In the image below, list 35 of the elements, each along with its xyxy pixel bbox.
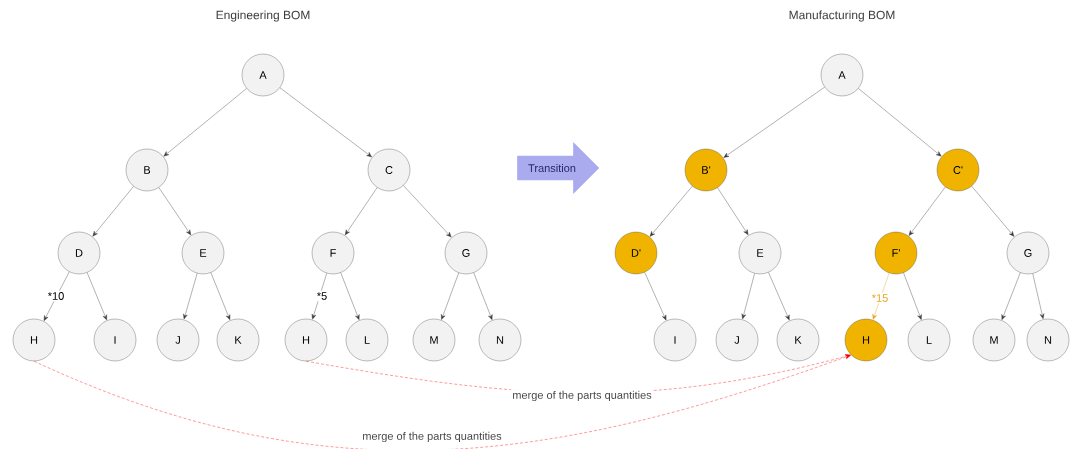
- arrow: [210, 272, 231, 321]
- edge-label: *15: [870, 292, 890, 304]
- arrow: [723, 86, 825, 158]
- edge-label: *10: [46, 290, 66, 302]
- arrow: [441, 272, 459, 320]
- arrow: [649, 186, 693, 237]
- arrow: [163, 88, 247, 157]
- arrow: [158, 187, 192, 236]
- arrow: [86, 272, 107, 321]
- arrow: [908, 186, 946, 236]
- arrow: [473, 272, 493, 320]
- edge-label: *5: [315, 290, 329, 302]
- arrow: [872, 272, 890, 320]
- arrow: [1032, 273, 1045, 319]
- arrow: [403, 185, 452, 238]
- arrow: [183, 273, 198, 320]
- arrow: [903, 272, 922, 320]
- edge-label: merge of the parts quantities: [360, 430, 504, 444]
- arrow: [644, 272, 667, 321]
- edge-label: merge of the parts quantities: [510, 389, 654, 403]
- arrow: [340, 272, 360, 320]
- arrow: [768, 272, 790, 321]
- arrow: [33, 354, 851, 449]
- arrow: [311, 273, 327, 320]
- arrow: [858, 88, 942, 157]
- arrow: [43, 271, 70, 321]
- tree-title: Engineering BOM: [216, 10, 310, 22]
- arrow: [1001, 272, 1021, 320]
- arrow: [92, 186, 134, 237]
- arrow: [344, 187, 378, 236]
- arrow: [279, 87, 372, 158]
- arrow: [971, 186, 1015, 237]
- arrow: [741, 273, 755, 320]
- arrow: [717, 187, 749, 235]
- tree-title: Manufacturing BOM: [789, 10, 895, 22]
